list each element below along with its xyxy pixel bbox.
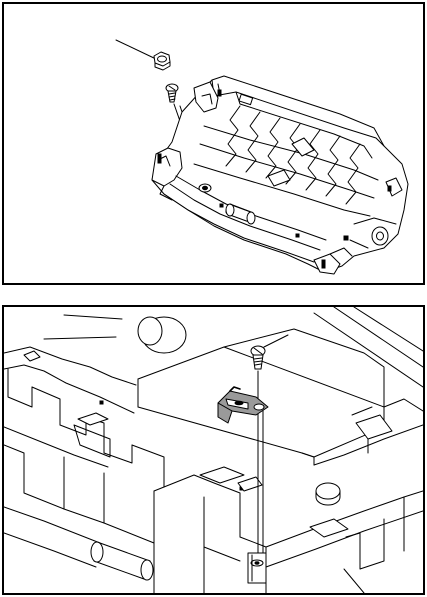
hex-nut (154, 52, 170, 70)
figure-2-drawing (4, 307, 423, 593)
figure-1-drawing (4, 4, 423, 283)
paper-guide-assembly (152, 76, 408, 274)
callout-leader-nut (116, 40, 156, 59)
chassis-frame (4, 307, 423, 593)
figure-1-panel (2, 2, 425, 285)
screw (166, 84, 178, 102)
figure-2-panel (2, 305, 425, 595)
callout-leader-screw (264, 335, 288, 347)
